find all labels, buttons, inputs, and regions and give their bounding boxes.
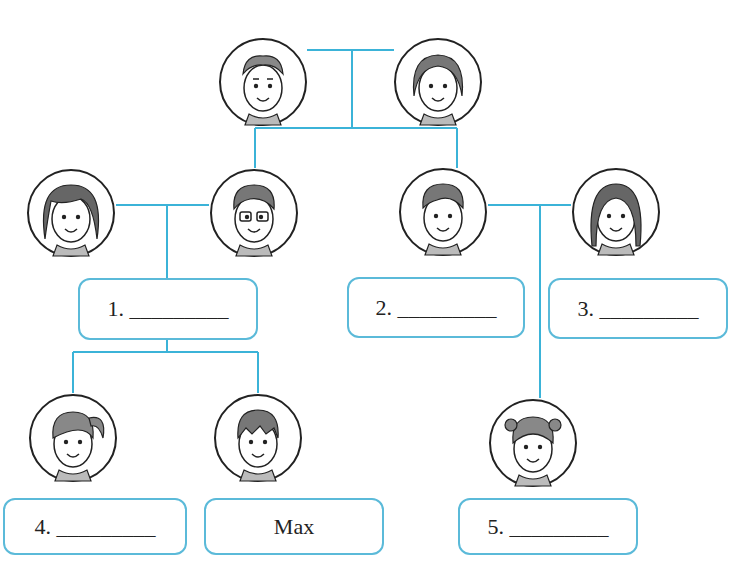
uncle-face [400,169,486,255]
answer-box: 2. _________ [347,277,525,338]
box-label: 4. _________ [35,514,156,540]
box-label: 2. _________ [376,295,497,321]
box-label: 5. _________ [488,514,609,540]
box-label: 3. _________ [578,296,699,322]
family-lines [73,50,571,398]
aunt-face [573,169,659,255]
mother-face [28,170,114,256]
grandfather-face [220,39,306,125]
max-face [215,395,301,481]
cousin-face [490,400,576,486]
grandmother-face [395,39,481,125]
box-label: 1. _________ [108,296,229,322]
answer-box: 3. _________ [548,278,728,339]
answer-box: Max [204,498,384,555]
answer-box: 4. _________ [3,498,187,555]
girl-face [30,395,116,481]
father-face [211,170,297,256]
answer-box: 5. _________ [458,498,638,555]
box-label: Max [274,514,314,540]
answer-box: 1. _________ [78,278,258,340]
